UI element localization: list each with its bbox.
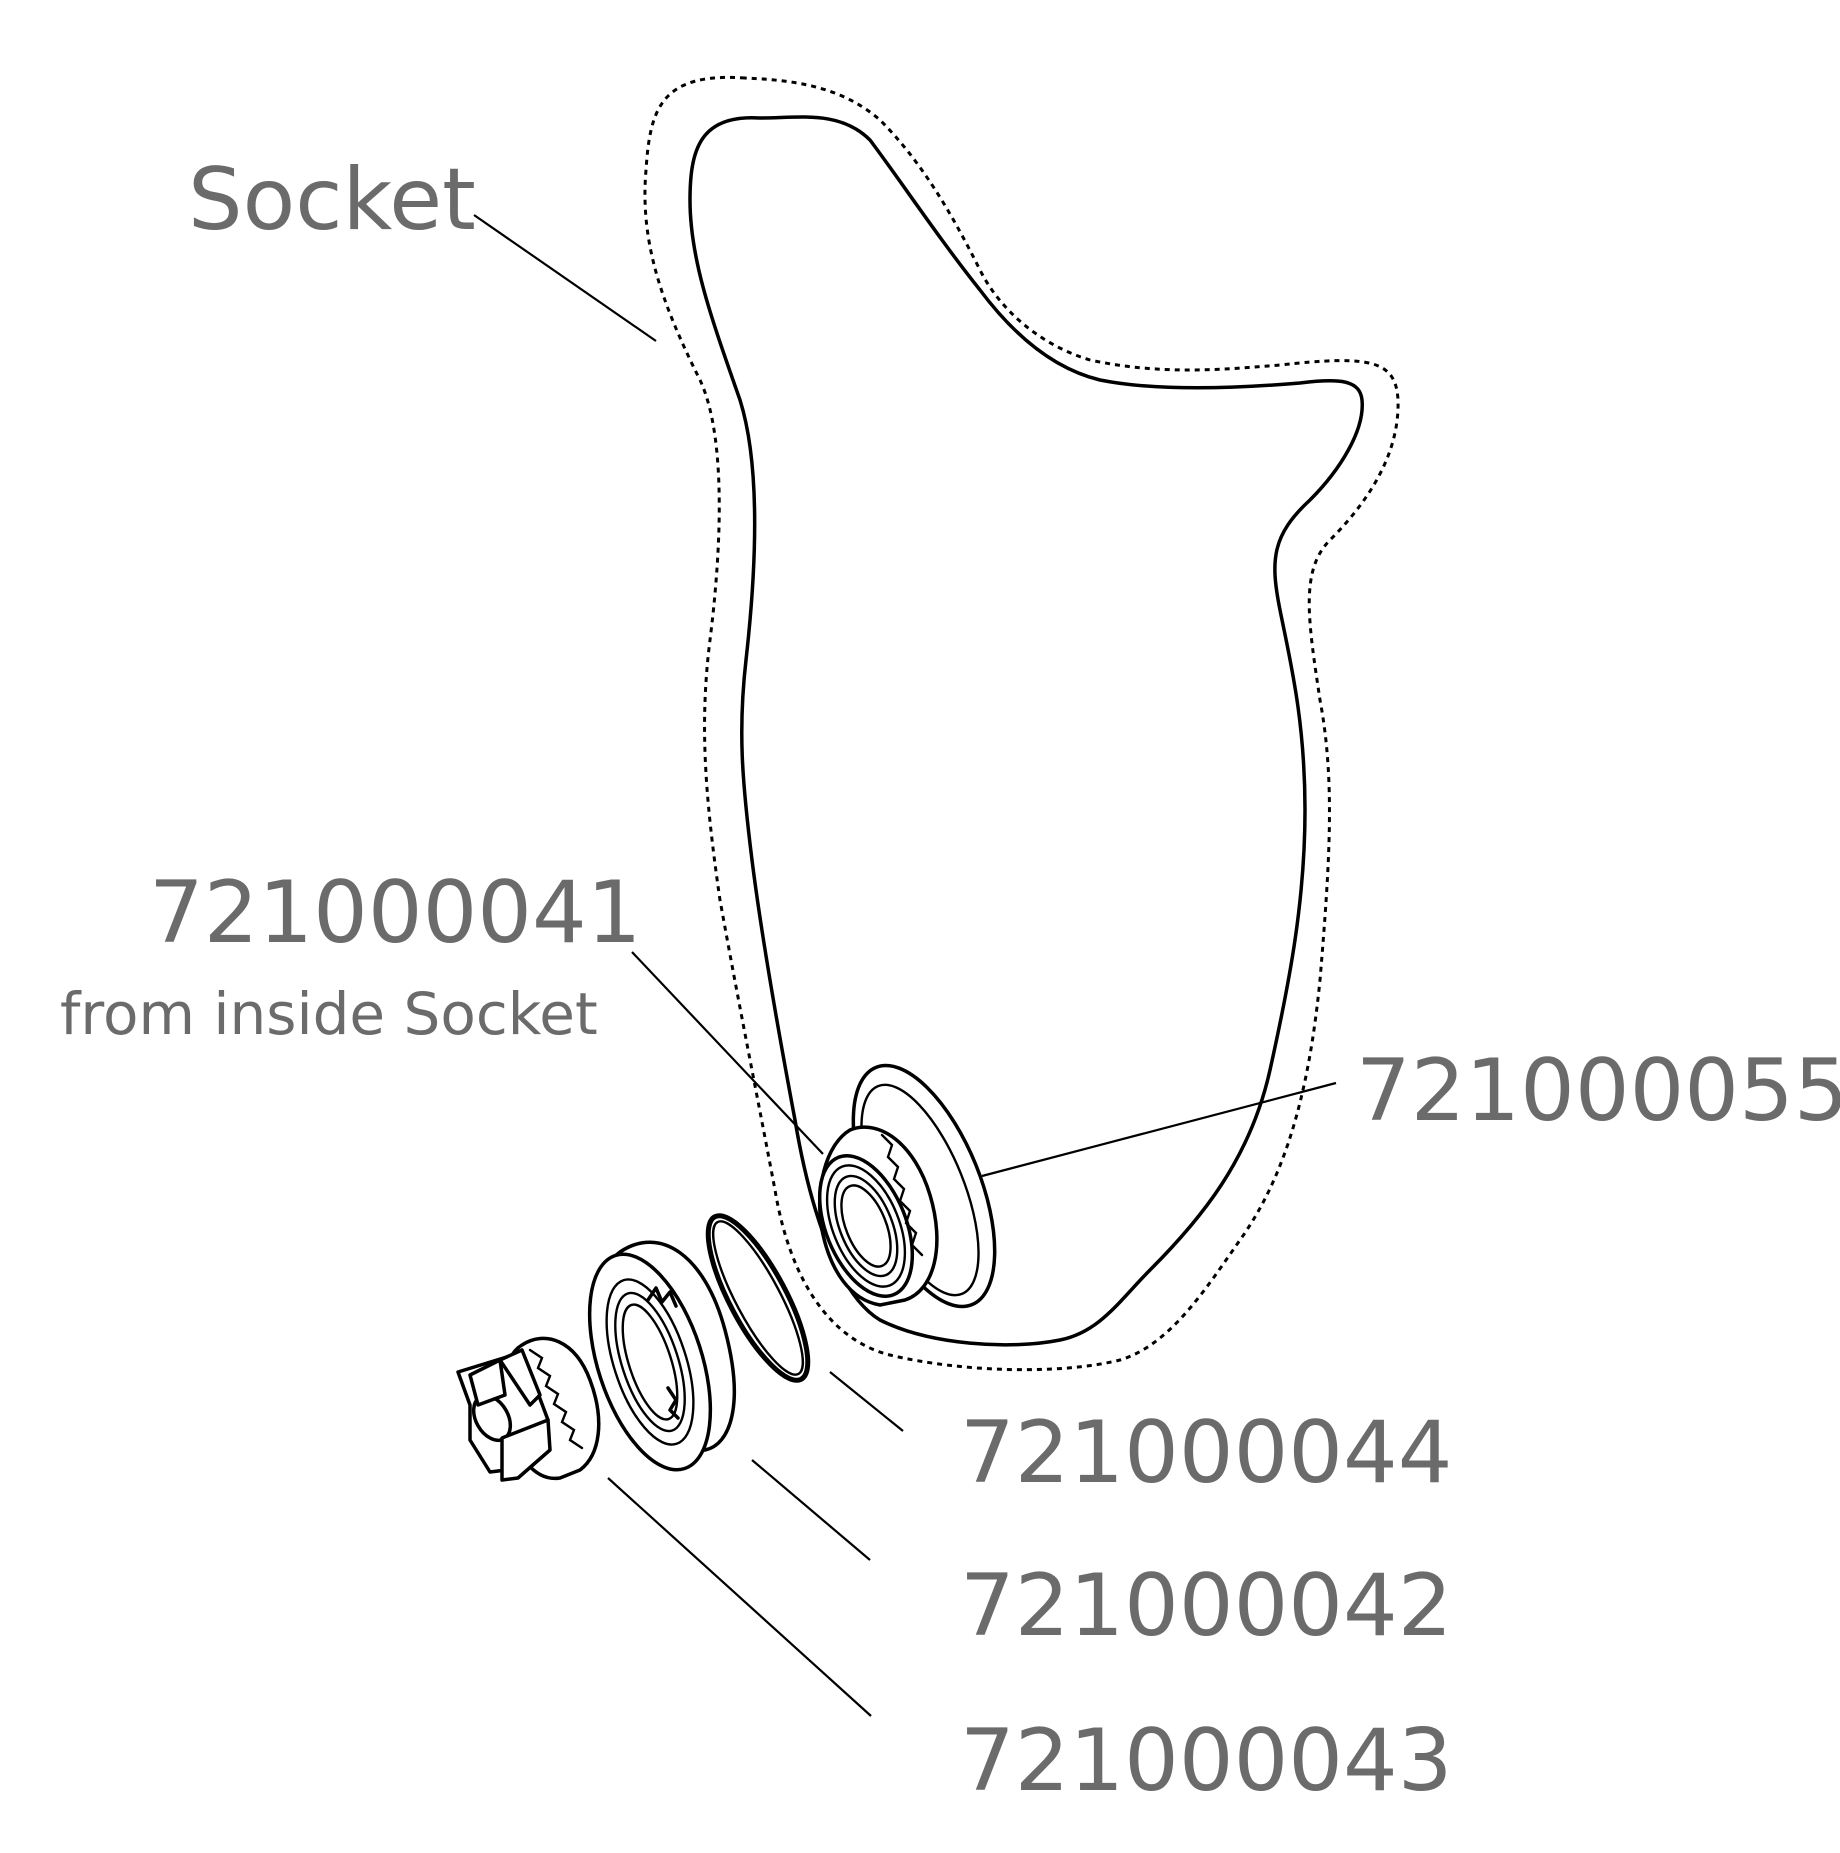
leader-721000042 — [751, 1459, 871, 1561]
part-721000044-label: 721000044 — [960, 1403, 1453, 1503]
socket-label: Socket — [188, 150, 476, 250]
part-721000044-o-ring — [705, 1213, 811, 1383]
socket-outer-dotted-outline — [643, 75, 1400, 1372]
part-721000042-nut — [587, 1240, 736, 1472]
part-721000043-label: 721000043 — [960, 1711, 1453, 1811]
leader-721000055 — [981, 1081, 1337, 1178]
part-721000055-insert — [817, 1063, 997, 1309]
part-721000043-wing-plug — [456, 1336, 601, 1482]
part-721000041-note: from inside Socket — [60, 980, 598, 1048]
part-721000055-label: 721000055 — [1356, 1041, 1840, 1141]
part-721000041-label: 721000041 — [149, 863, 642, 963]
leader-721000043 — [607, 1477, 872, 1717]
leader-socket — [473, 214, 657, 342]
socket-inner-outline — [688, 115, 1364, 1347]
leader-721000044 — [829, 1371, 904, 1432]
leader-721000041 — [631, 951, 824, 1155]
part-721000042-label: 721000042 — [960, 1556, 1453, 1656]
